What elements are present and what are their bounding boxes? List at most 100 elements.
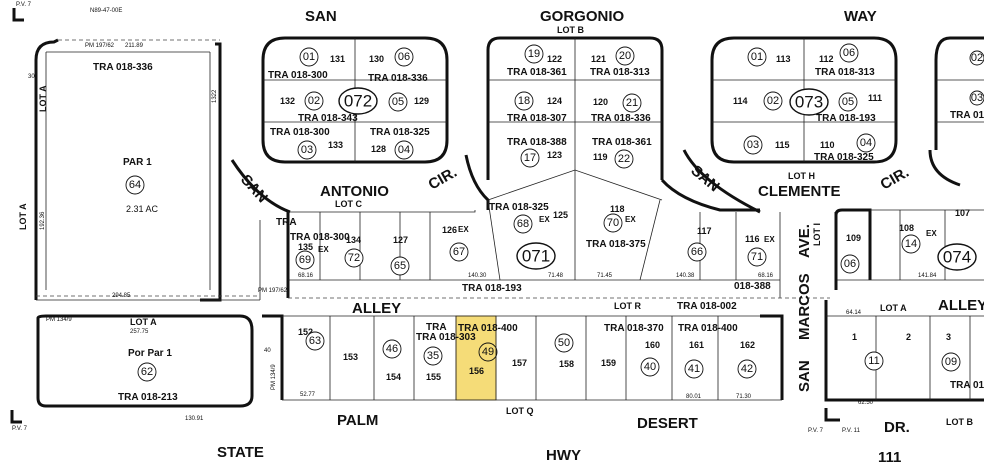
tra-018-343: TRA 018-343 (298, 113, 358, 124)
parcel-circle-68[interactable]: 68 (513, 214, 533, 234)
svg-text:EX: EX (318, 245, 329, 254)
parcel-circle-35[interactable]: 35 (423, 346, 443, 366)
page-ref-pv7-top: P.V. 7 (16, 2, 32, 8)
parcel-number: 06 (844, 258, 856, 270)
block-oval-071[interactable]: 071 (516, 242, 556, 270)
dim-192: 192.36 (40, 211, 46, 230)
street-antonio-cir: CIR. (426, 164, 460, 194)
block-oval-072[interactable]: 072 (338, 87, 378, 115)
parcel-number: 02 (308, 95, 320, 107)
parcel-circles: 64 62 01 06 02 05 03 04 19 20 18 21 17 22 01 06 02 05 03 04… (125, 43, 984, 382)
svg-text:126: 126 (442, 225, 457, 235)
corner-marker-bl (10, 410, 22, 424)
parcel-circle-50[interactable]: 50 (554, 333, 574, 353)
parcel-circle-20[interactable]: 20 (615, 46, 635, 66)
lot-i: LOT I (812, 223, 822, 246)
svg-text:157: 157 (512, 358, 527, 368)
block-oval-073[interactable]: 073 (789, 88, 829, 116)
parcel-circle-03[interactable]: 03 (969, 90, 984, 106)
parcel-circle-21[interactable]: 21 (622, 93, 642, 113)
parcel-number: 05 (392, 96, 404, 108)
parcel-number: 22 (618, 153, 630, 165)
street-san-marcos-marcos: MARCOS (796, 273, 813, 340)
parcel-circle-71[interactable]: 71 (747, 247, 767, 267)
parcel-number: 14 (905, 238, 917, 250)
parcel-circle-11[interactable]: 11 (864, 351, 884, 371)
block-oval-074[interactable]: 074 (937, 243, 977, 271)
dim-71c: 71.30 (736, 394, 752, 400)
tra-word-2: TRA (426, 322, 447, 333)
parcel-circle-19[interactable]: 19 (524, 44, 544, 64)
parcel-circle-04[interactable]: 04 (856, 133, 876, 153)
tra-018-361-b: TRA 018-361 (592, 137, 652, 148)
tra-018-300-b: TRA 018-300 (270, 127, 330, 138)
parcel-circle-04[interactable]: 04 (394, 140, 414, 160)
parcel-circle-46[interactable]: 46 (382, 339, 402, 359)
parcel-circle-64[interactable]: 64 (125, 175, 145, 195)
parcel-circle-41[interactable]: 41 (684, 359, 704, 379)
svg-text:124: 124 (547, 96, 562, 106)
svg-text:EX: EX (764, 235, 775, 244)
parcel-circle-05[interactable]: 05 (838, 92, 858, 112)
parcel-circle-02[interactable]: 02 (763, 91, 783, 111)
tra-018-300-a: TRA 018-300 (268, 70, 328, 81)
parcel-circle-06[interactable]: 06 (839, 43, 859, 63)
parcel-circle-72[interactable]: 72 (344, 248, 364, 268)
parcel-circle-09[interactable]: 09 (941, 352, 961, 372)
lot-r: LOT R (614, 301, 641, 311)
highlighted-parcel-156[interactable] (455, 315, 497, 401)
page-ref-pv7-bottom: P.V. 7 (12, 426, 28, 432)
parcel-number: 65 (394, 260, 406, 272)
par1-label: PAR 1 (123, 157, 152, 168)
dim-68a: 68.16 (298, 273, 314, 279)
street-palm: PALM (337, 412, 378, 429)
parcel-number: 72 (348, 252, 360, 264)
parcel-circle-06[interactable]: 06 (840, 254, 860, 274)
ex-marks: EX EX EX EX EX EX (318, 215, 937, 254)
parcel-circle-65[interactable]: 65 (390, 256, 410, 276)
street-state: STATE (217, 444, 264, 461)
svg-text:2: 2 (906, 332, 911, 342)
tra-018-400: TRA 018-400 (678, 323, 738, 334)
parcel-circle-01[interactable]: 01 (299, 47, 319, 67)
parcel-circle-06[interactable]: 06 (394, 47, 414, 67)
parcel-circle-40[interactable]: 40 (640, 357, 660, 377)
parcel-circle-62[interactable]: 62 (137, 362, 157, 382)
parcel-number: 69 (299, 254, 311, 266)
parcel-circle-42[interactable]: 42 (737, 359, 757, 379)
parcel-circle-18[interactable]: 18 (514, 91, 534, 111)
parcel-circle-70[interactable]: 70 (603, 213, 623, 233)
parcel-circle-67[interactable]: 67 (449, 242, 469, 262)
parcel-circle-14[interactable]: 14 (901, 234, 921, 254)
parcel-circle-02[interactable]: 02 (304, 91, 324, 111)
block-ovals: 072 073 071 074 (338, 87, 977, 271)
svg-text:133: 133 (328, 140, 343, 150)
tra-018-partial-a: TRA 018- (950, 110, 984, 121)
svg-text:108: 108 (899, 223, 914, 233)
parcel-circle-05[interactable]: 05 (388, 92, 408, 112)
dim-257: 257.75 (130, 329, 149, 335)
svg-text:122: 122 (547, 54, 562, 64)
parcel-circle-49[interactable]: 49 (478, 342, 498, 362)
parcel-number: 64 (129, 179, 141, 191)
parcel-number: 42 (741, 363, 753, 375)
parcel-circle-03[interactable]: 03 (297, 140, 317, 160)
svg-text:154: 154 (386, 372, 401, 382)
parcel-circle-03[interactable]: 03 (743, 135, 763, 155)
parcel-circle-63[interactable]: 63 (305, 331, 325, 351)
parcel-circle-22[interactable]: 22 (614, 149, 634, 169)
parcel-circle-01[interactable]: 01 (747, 47, 767, 67)
parcel-number: 09 (945, 356, 957, 368)
parcel-circle-69[interactable]: 69 (295, 250, 315, 270)
parcel-circle-17[interactable]: 17 (520, 148, 540, 168)
tra-018-002: TRA 018-002 (677, 301, 737, 312)
dim-62: 62.50 (858, 400, 874, 406)
svg-text:123: 123 (547, 150, 562, 160)
parcel-circle-02[interactable]: 02 (969, 50, 984, 66)
pm-134-9-b: PM 134/9 (271, 364, 277, 390)
block-number: 072 (344, 92, 372, 111)
parcel-circle-66[interactable]: 66 (687, 242, 707, 262)
pm-134-9-a: PM 134/9 (46, 317, 72, 323)
parcel-number: 40 (644, 361, 656, 373)
tra-018-303: TRA 018-303 (416, 332, 476, 343)
